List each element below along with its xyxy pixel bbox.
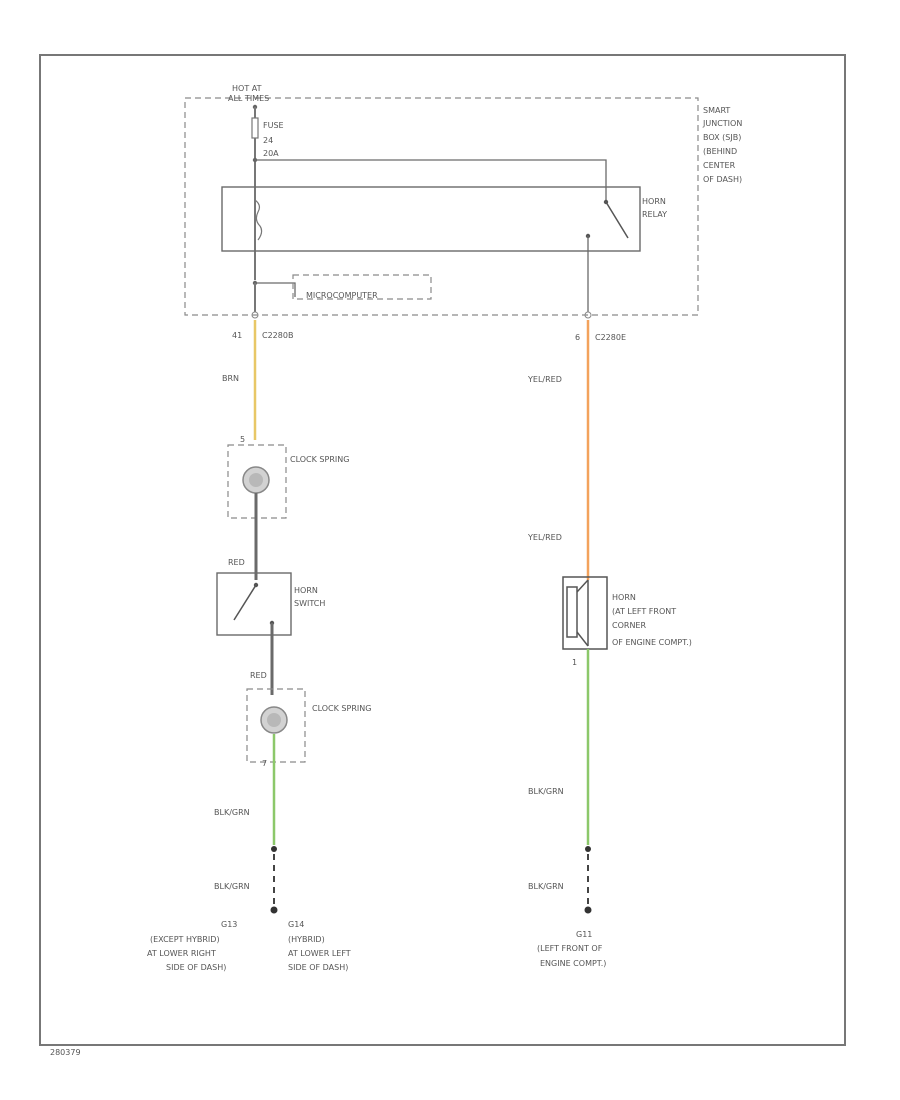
right-connector-label: C2280E [595,333,626,342]
sjb-boundary [184,97,699,316]
diagram-frame [39,54,846,1046]
horn-label-line1: HORN [612,593,636,602]
wire-red-1-label: RED [228,558,245,567]
sjb-label-line4: (BEHIND [703,147,737,156]
power-label-line2: ALL TIMES [228,94,269,103]
horn-relay-box [221,186,641,252]
fuse-label-line2: 24 [263,136,273,145]
microcomputer-box [292,274,432,300]
ground-g11-line3: ENGINE COMPT.) [540,959,606,968]
ground-g13-line2: (EXCEPT HYBRID) [150,935,220,944]
ground-g13-g14-point [270,906,278,914]
right-splice-point [585,846,591,852]
connector-c2280b-pin [251,311,259,319]
wire-red-2-label: RED [250,671,267,680]
ground-g14-line3: AT LOWER LEFT [288,949,351,958]
fuse-label-line3: 20A [263,149,279,158]
ground-g14-line2: (HYBRID) [288,935,325,944]
horn-switch-label-line2: SWITCH [294,599,325,608]
power-label-line1: HOT AT [232,84,262,93]
wire-blk-grn-left-1-label: BLK/GRN [214,808,250,817]
wire-blk-grn-right-2-label: BLK/GRN [528,882,564,891]
horn-label-line4: OF ENGINE COMPT.) [612,638,692,647]
relay-label-line1: HORN [642,197,666,206]
ground-g13-line1: G13 [221,920,237,929]
sjb-label-line5: CENTER [703,161,736,170]
wire-yel-red-1-label: YEL/RED [527,375,562,384]
connector-c2280e-pin [584,311,592,319]
relay-contact-switch [605,201,629,239]
footer-code: 280379 [50,1048,81,1057]
sjb-label-line2: JUNCTION [702,119,742,128]
sjb-label-line6: OF DASH) [703,175,742,184]
clock-spring-bottom-pin: 7 [262,759,267,768]
wire-blk-grn-left-2-label: BLK/GRN [214,882,250,891]
sjb-label-line1: SMART [703,106,730,115]
left-pin-label: 41 [232,331,242,340]
horn-label-line2: (AT LEFT FRONT [612,607,676,616]
left-connector-label: C2280B [262,331,293,340]
wire-brn-label: BRN [222,374,239,383]
right-pin-label: 6 [575,333,580,342]
horn-switch-label-line1: HORN [294,586,318,595]
sjb-label-line3: BOX (SJB) [703,133,741,142]
ground-g13-line4: SIDE OF DASH) [166,963,226,972]
ground-g11-line1: G11 [576,930,592,939]
left-splice-point [271,846,277,852]
horn-label-line3: CORNER [612,621,646,630]
microcomputer-label: MICROCOMPUTER [306,291,378,300]
relay-label-line2: RELAY [642,210,667,219]
clock-spring-bottom-box [246,688,306,763]
horn-switch-contact [233,584,257,621]
ground-g11-point [584,906,592,914]
ground-g14-line4: SIDE OF DASH) [288,963,348,972]
horn-switch-box [216,572,292,636]
ground-g13-line3: AT LOWER RIGHT [147,949,216,958]
clock-spring-top-pin: 5 [240,435,245,444]
horn-symbol [562,576,608,650]
wire-yel-red-2-label: YEL/RED [527,533,562,542]
horn-pin-label: 1 [572,658,577,667]
wire-blk-grn-right-1-label: BLK/GRN [528,787,564,796]
ground-g14-line1: G14 [288,920,304,929]
clock-spring-bottom-label: CLOCK SPRING [312,704,371,713]
relay-coil [254,199,263,241]
ground-g11-line2: (LEFT FRONT OF [537,944,603,953]
clock-spring-top-label: CLOCK SPRING [290,455,349,464]
fuse-label-line1: FUSE [263,121,284,130]
fuse-24 [251,117,259,139]
